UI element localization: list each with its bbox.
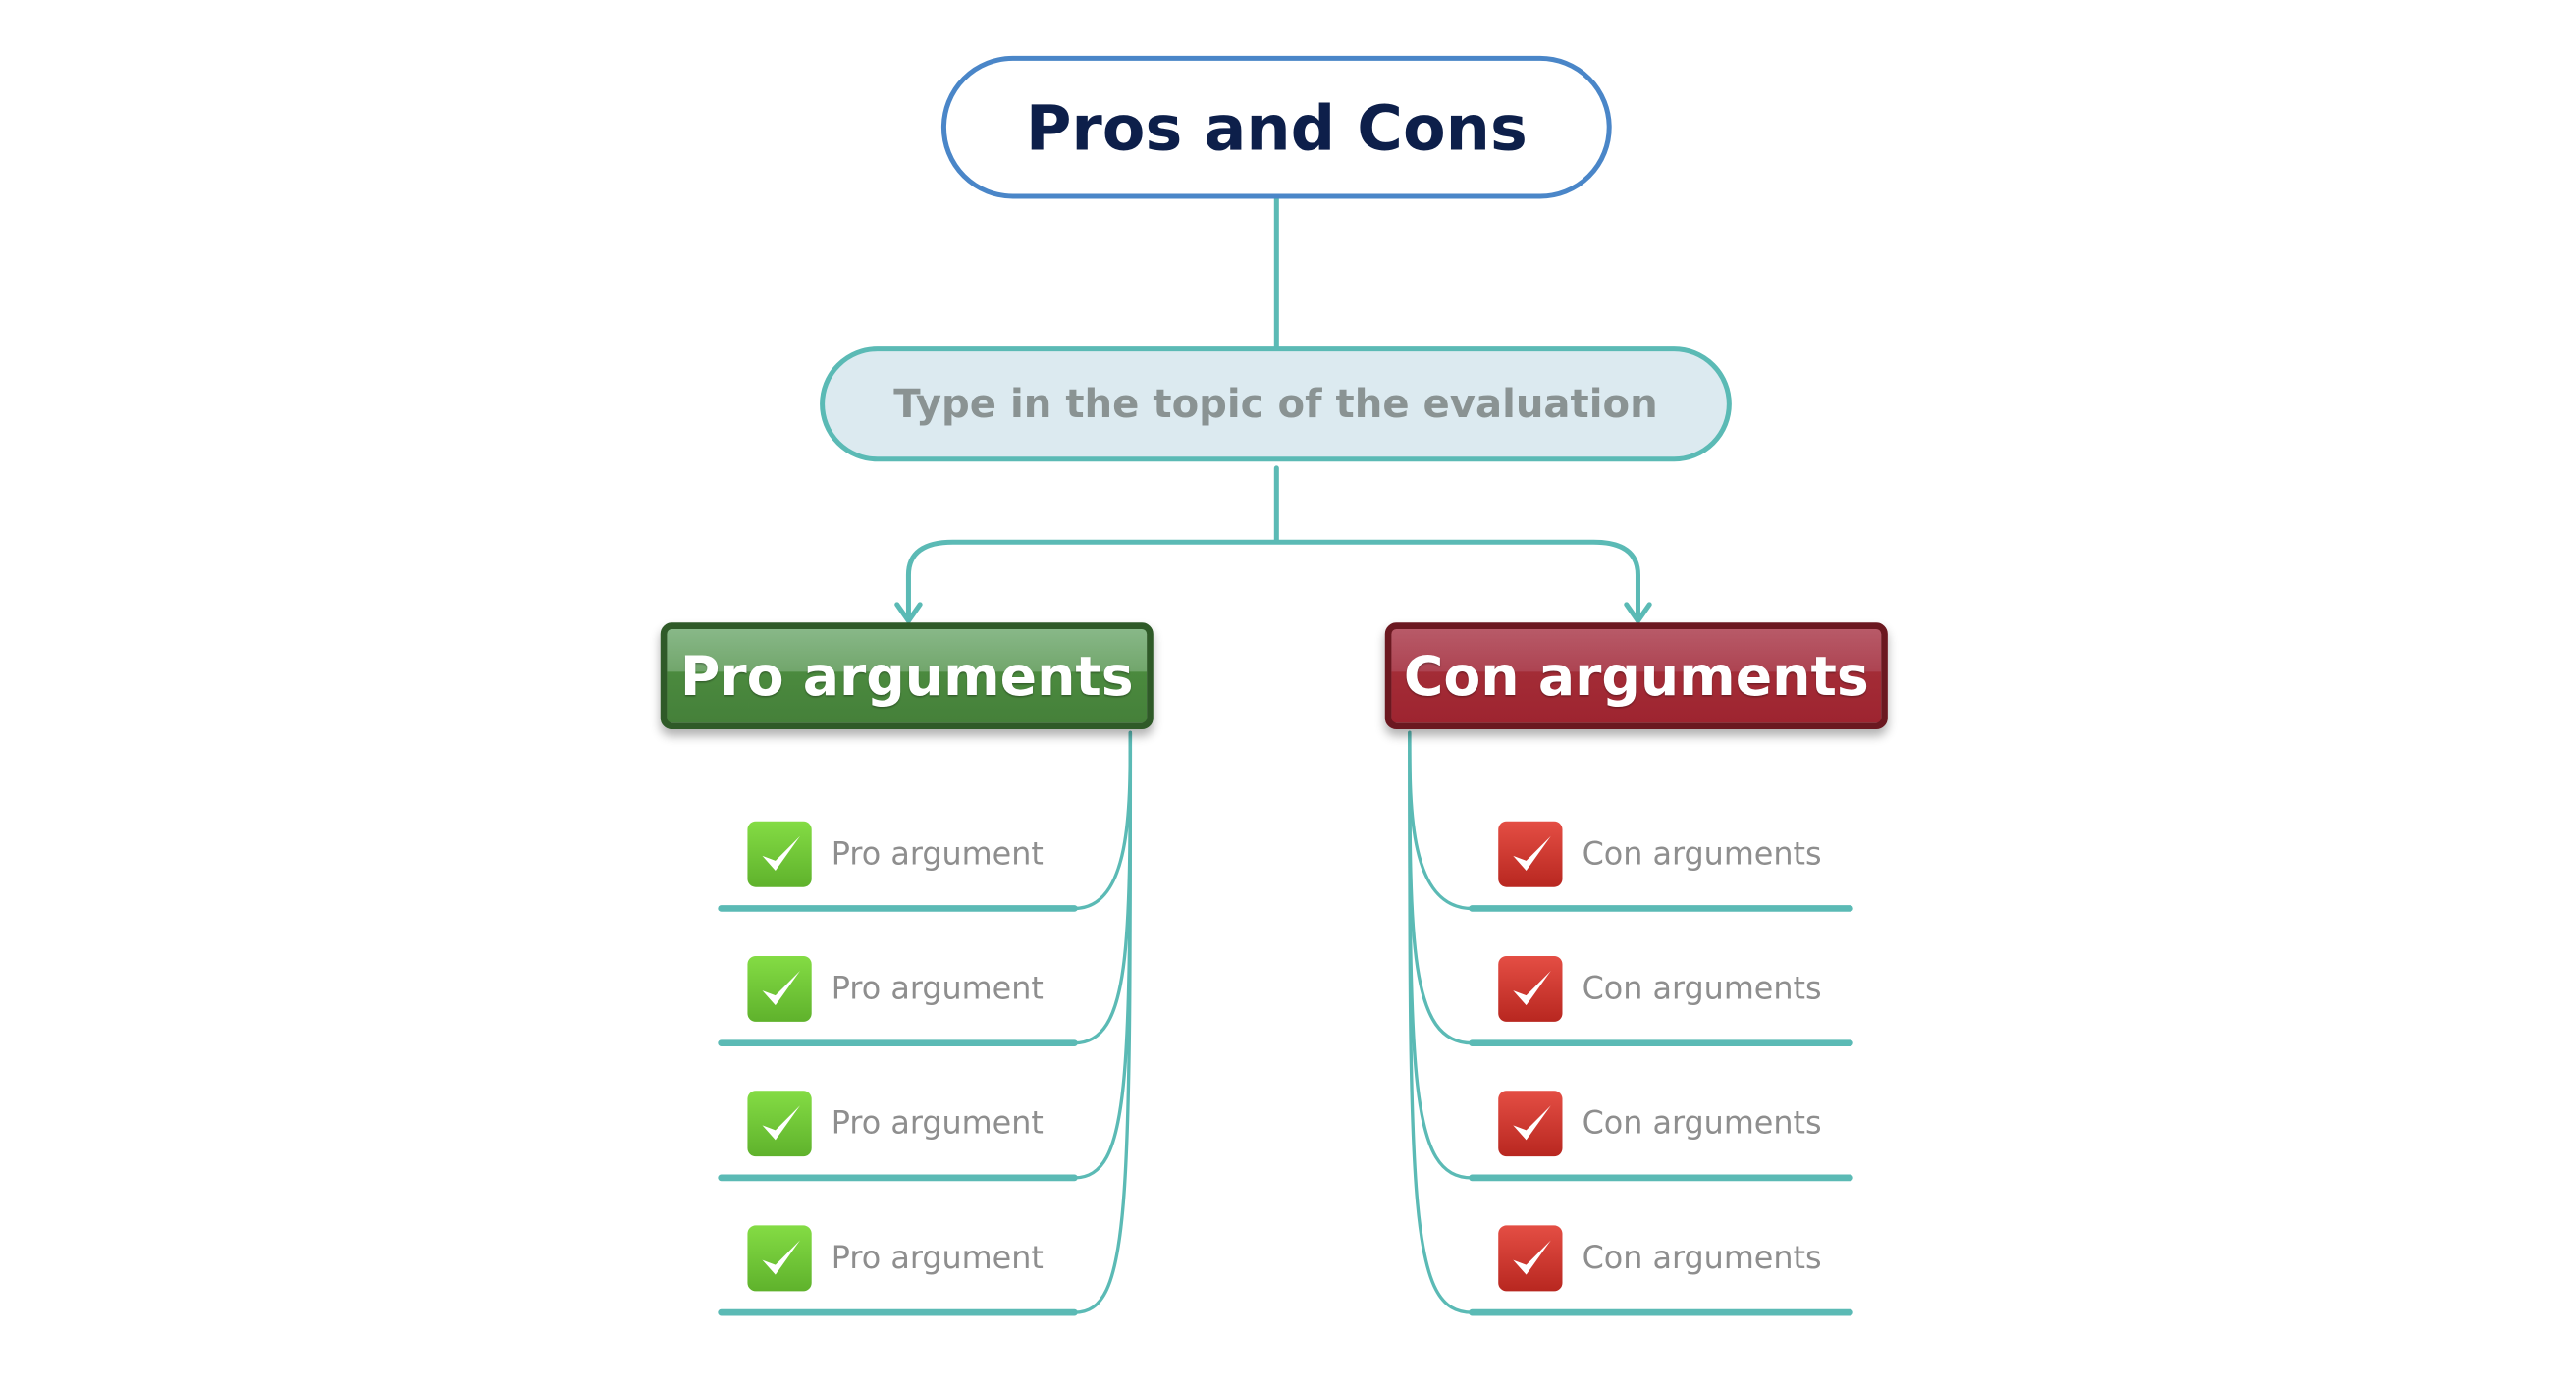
checkbox-icon: [747, 821, 812, 887]
title-text: Pros and Cons: [1025, 90, 1528, 164]
pro-arrow-icon: [894, 602, 923, 625]
pro-item[interactable]: Pro argument: [747, 1091, 1044, 1157]
con-item[interactable]: Con arguments: [1498, 1225, 1822, 1292]
con-item-text: Con arguments: [1582, 1240, 1822, 1277]
pro-item-connector: [1072, 730, 1133, 1045]
con-item-text: Con arguments: [1582, 971, 1822, 1007]
con-item[interactable]: Con arguments: [1498, 821, 1822, 887]
pro-item-text: Pro argument: [831, 1240, 1044, 1277]
con-label: Con arguments: [1403, 644, 1869, 709]
checkbox-icon: [1498, 821, 1563, 887]
pro-item[interactable]: Pro argument: [747, 1225, 1044, 1292]
pro-item-connector: [1072, 730, 1133, 1180]
checkbox-icon: [1498, 955, 1563, 1022]
title-node[interactable]: Pros and Cons: [940, 55, 1612, 199]
checkbox-icon: [747, 1225, 812, 1292]
checkbox-icon: [1498, 1225, 1563, 1292]
topic-text: Type in the topic of the evaluation: [893, 381, 1658, 428]
con-item-connector: [1408, 730, 1475, 1180]
pro-item[interactable]: Pro argument: [747, 955, 1044, 1022]
checkbox-icon: [1498, 1091, 1563, 1157]
checkbox-icon: [747, 955, 812, 1022]
topic-node[interactable]: Type in the topic of the evaluation: [820, 346, 1732, 462]
pro-label: Pro arguments: [679, 644, 1134, 709]
pro-item-text: Pro argument: [831, 971, 1044, 1007]
checkbox-icon: [747, 1091, 812, 1157]
pro-item-text: Pro argument: [831, 835, 1044, 873]
branch-connector: [905, 465, 1640, 620]
con-item[interactable]: Con arguments: [1498, 1091, 1822, 1157]
pro-item[interactable]: Pro argument: [747, 821, 1044, 887]
con-item-connector: [1408, 730, 1475, 1045]
pro-item-text: Pro argument: [831, 1105, 1044, 1143]
con-item-text: Con arguments: [1582, 1105, 1822, 1143]
con-arrow-icon: [1624, 602, 1652, 625]
con-arguments-node[interactable]: Con arguments: [1384, 622, 1888, 730]
con-item-connector: [1408, 730, 1475, 911]
con-item[interactable]: Con arguments: [1498, 955, 1822, 1022]
pro-item-connector: [1072, 730, 1133, 1314]
con-item-connector: [1408, 730, 1475, 1314]
pro-arguments-node[interactable]: Pro arguments: [660, 622, 1154, 730]
pro-item-connector: [1072, 730, 1133, 911]
con-item-text: Con arguments: [1582, 835, 1822, 873]
